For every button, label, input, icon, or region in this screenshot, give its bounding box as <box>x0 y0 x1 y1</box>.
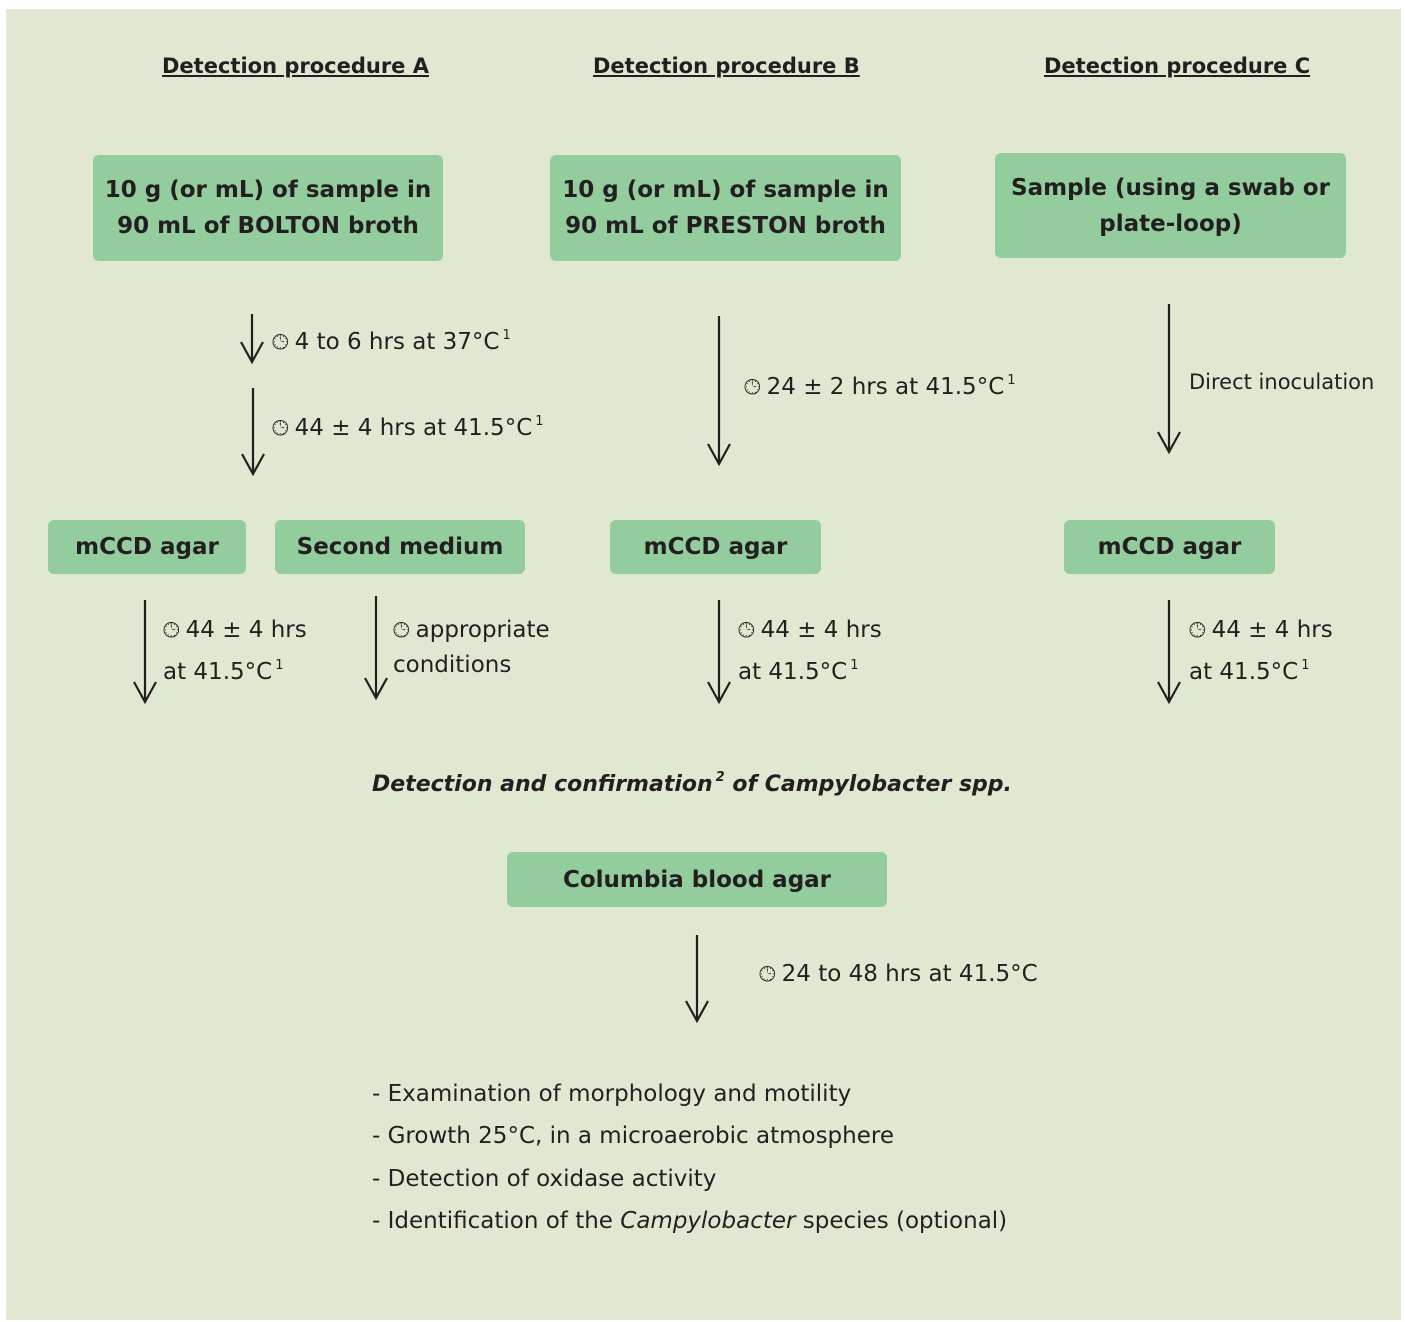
arrow-a-step-1 <box>240 314 264 365</box>
detection-title-end: of Campylobacter spp. <box>732 772 1012 797</box>
clock-icon: 🕒︎ <box>272 330 289 354</box>
clock-icon: 🕒︎ <box>738 618 755 642</box>
step-a-1-text: 4 to 6 hrs at 37°C <box>294 329 500 355</box>
step-c-mccd-line-2: at 41.5°C <box>1189 659 1299 685</box>
footnote-marker: 1 <box>535 414 544 429</box>
test-item-identification: - Identification of the Campylobacter sp… <box>372 1208 1007 1234</box>
arrow-a-second-medium <box>364 596 388 701</box>
arrow-c-step-1 <box>1157 304 1181 455</box>
step-a-mccd-line-1: 44 ± 4 hrs <box>185 617 307 643</box>
step-c-1: Direct inoculation <box>1189 370 1375 394</box>
sample-box-preston: 10 g (or mL) of sample in 90 mL of PREST… <box>550 155 901 261</box>
mccd-agar-box-b: mCCD agar <box>610 520 821 574</box>
test-item-identification-genus: Campylobacter <box>620 1208 796 1234</box>
sample-box-preston-line-1: 10 g (or mL) of sample in <box>562 177 889 203</box>
footnote-marker: 1 <box>850 658 859 673</box>
heading-procedure-b: Detection procedure B <box>593 54 860 78</box>
step-c-mccd-line-1: 44 ± 4 hrs <box>1211 617 1333 643</box>
clock-icon: 🕒︎ <box>393 618 410 642</box>
test-item-growth: - Growth 25°C, in a microaerobic atmosph… <box>372 1123 894 1149</box>
step-a-mccd-line-2: at 41.5°C <box>163 659 273 685</box>
second-medium-box: Second medium <box>275 520 525 574</box>
footnote-marker: 1 <box>1301 658 1310 673</box>
arrow-a-mccd <box>133 600 157 705</box>
step-columbia: 🕒︎24 to 48 hrs at 41.5°C <box>759 957 1038 992</box>
footnote-marker: 1 <box>275 658 284 673</box>
step-a-second-line-1: appropriate <box>415 617 550 643</box>
sample-box-swab-line-2: plate-loop) <box>1099 210 1242 237</box>
sample-box-bolton: 10 g (or mL) of sample in 90 mL of BOLTO… <box>93 155 443 261</box>
test-item-identification-prefix: - Identification of the <box>372 1208 613 1234</box>
sample-box-bolton-line-1: 10 g (or mL) of sample in <box>104 177 432 203</box>
clock-icon: 🕒︎ <box>1189 618 1206 642</box>
footnote-marker: 1 <box>502 328 511 343</box>
footnote-marker: 2 <box>715 770 725 785</box>
test-item-identification-suffix: species (optional) <box>802 1208 1008 1234</box>
arrow-columbia <box>685 935 709 1024</box>
test-item-morphology: - Examination of morphology and motility <box>372 1081 852 1107</box>
arrow-a-step-2 <box>241 388 265 477</box>
test-item-oxidase: - Detection of oxidase activity <box>372 1166 717 1192</box>
step-a-second-line-2: conditions <box>393 652 512 678</box>
clock-icon: 🕒︎ <box>759 962 776 986</box>
step-a-2-text: 44 ± 4 hrs at 41.5°C <box>294 415 533 441</box>
detection-title-start: Detection and confirmation <box>372 772 713 797</box>
arrow-b-mccd <box>707 600 731 705</box>
sample-box-bolton-line-2: 90 mL of BOLTON broth <box>117 213 419 239</box>
arrow-c-mccd <box>1157 600 1181 705</box>
clock-icon: 🕒︎ <box>744 375 761 399</box>
step-b-mccd-line-1: 44 ± 4 hrs <box>760 617 882 643</box>
sample-box-swab: Sample (using a swab or plate-loop) <box>995 153 1346 258</box>
heading-procedure-c: Detection procedure C <box>1044 54 1311 78</box>
heading-procedure-a: Detection procedure A <box>162 54 429 78</box>
footnote-marker: 1 <box>1007 373 1016 388</box>
clock-icon: 🕒︎ <box>272 416 289 440</box>
sample-box-swab-line-1: Sample (using a swab or <box>1011 174 1330 201</box>
step-b-mccd-line-2: at 41.5°C <box>738 659 848 685</box>
step-a-second-medium: 🕒︎appropriate conditions <box>393 613 550 683</box>
clock-icon: 🕒︎ <box>163 618 180 642</box>
arrow-b-step-1 <box>707 316 731 467</box>
columbia-blood-agar-box: Columbia blood agar <box>507 852 887 907</box>
step-columbia-text: 24 to 48 hrs at 41.5°C <box>781 961 1038 987</box>
sample-box-preston-line-2: 90 mL of PRESTON broth <box>565 213 886 239</box>
step-b-1-text: 24 ± 2 hrs at 41.5°C <box>766 374 1005 400</box>
mccd-agar-box-a: mCCD agar <box>48 520 246 574</box>
mccd-agar-box-c: mCCD agar <box>1064 520 1275 574</box>
